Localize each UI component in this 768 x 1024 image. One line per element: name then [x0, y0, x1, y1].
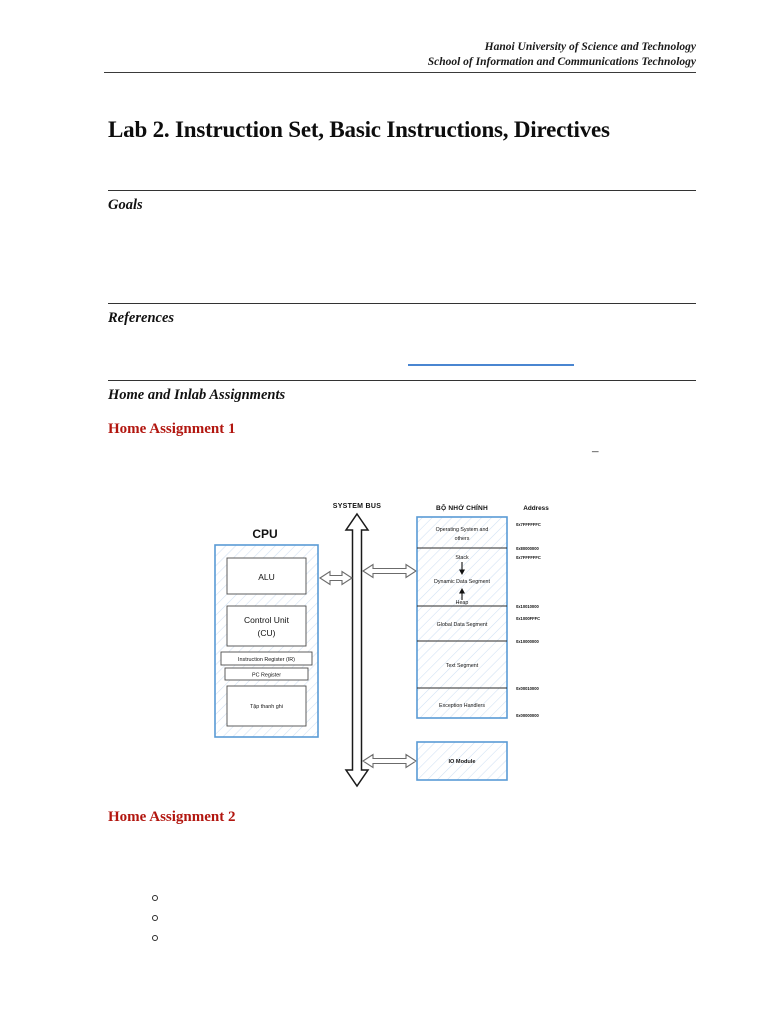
control-unit-label-line1: Control Unit	[244, 615, 290, 625]
arrow-bus-to-io	[361, 753, 418, 769]
segment-exception-handlers-label: Exception Handlers	[439, 703, 485, 709]
diagram-svg: CPU ALU Control Unit (CU) Instruction Re…	[214, 503, 549, 788]
cpu-block-instruction-register	[220, 651, 313, 666]
segment-os-line2: others	[455, 536, 470, 542]
list-item	[152, 888, 158, 908]
section-references: References	[108, 303, 696, 327]
segment-stack-label: Stack	[455, 555, 469, 561]
section-divider	[108, 190, 696, 191]
segment-os-line1: Operating System and	[436, 527, 489, 533]
cpu-block-control-unit	[226, 605, 307, 647]
heap-growth-arrow-head	[459, 588, 465, 594]
heading-home-assignment-1: Home Assignment 1	[108, 421, 236, 437]
header-line-university: Hanoi University of Science and Technolo…	[484, 41, 696, 53]
heading-home-assignment-2: Home Assignment 2	[108, 809, 236, 825]
pc-register-label: PC Register	[252, 673, 281, 679]
arrow-bus-to-memory	[361, 563, 418, 579]
io-module-label: IO Module	[448, 759, 475, 765]
bullet-list	[152, 888, 158, 948]
reference-hyperlink[interactable]	[408, 358, 574, 366]
section-divider	[108, 303, 696, 304]
address-label: 0x00010000	[516, 686, 539, 691]
section-heading-references: References	[108, 310, 175, 326]
segment-text-label: Text Segment	[446, 663, 479, 669]
cpu-block-pc-register	[224, 667, 309, 681]
address-label: 0x7FFFFFFC	[516, 555, 541, 560]
cpu-title: CPU	[252, 527, 277, 541]
segment-heap-label: Heap	[456, 600, 469, 606]
main-memory-container	[416, 516, 508, 719]
instruction-register-label: Instruction Register (IR)	[238, 657, 295, 663]
register-file-label: Tập thanh ghi	[250, 704, 283, 710]
page-title: Lab 2. Instruction Set, Basic Instructio…	[108, 117, 610, 143]
section-heading-assignments: Home and Inlab Assignments	[108, 387, 286, 403]
dash-glyph: –	[592, 443, 599, 458]
segment-dynamic-data-label: Dynamic Data Segment	[434, 579, 490, 585]
header-line-school: School of Information and Communications…	[427, 55, 696, 68]
control-unit-label-line2: (CU)	[258, 628, 276, 638]
section-goals: Goals	[108, 190, 696, 214]
address-label: 0x80000000	[516, 546, 539, 551]
address-label: 0x10000000	[516, 639, 539, 644]
system-bus-arrow	[344, 512, 370, 788]
running-header: Hanoi University of Science and Technolo…	[108, 40, 696, 69]
circle-bullet-icon	[152, 915, 158, 921]
stack-growth-arrow-head	[459, 569, 465, 575]
arrow-cpu-to-bus	[318, 570, 354, 586]
list-item	[152, 928, 158, 948]
circle-bullet-icon	[152, 935, 158, 941]
computer-architecture-diagram: CPU ALU Control Unit (CU) Instruction Re…	[196, 496, 596, 796]
cpu-block-register-file	[226, 685, 307, 727]
address-column-title: Address	[523, 505, 549, 512]
list-item	[152, 908, 158, 928]
circle-bullet-icon	[152, 895, 158, 901]
alu-label: ALU	[258, 572, 275, 582]
main-memory-title: BỘ NHỚ CHÍNH	[436, 503, 488, 512]
address-label: 0x10010000	[516, 604, 539, 609]
section-assignments: Home and Inlab Assignments	[108, 380, 696, 404]
io-module-container	[416, 741, 508, 781]
address-label: 0x7FFFFFFC	[516, 522, 541, 527]
header-divider	[104, 72, 696, 73]
section-divider	[108, 380, 696, 381]
address-label: 0x1000FFFC	[516, 616, 540, 621]
system-bus-label: SYSTEM BUS	[333, 503, 382, 510]
cpu-block-alu	[226, 557, 307, 595]
section-heading-goals: Goals	[108, 197, 143, 213]
segment-global-data-label: Global Data Segment	[437, 622, 488, 628]
address-label: 0x00000000	[516, 713, 539, 718]
